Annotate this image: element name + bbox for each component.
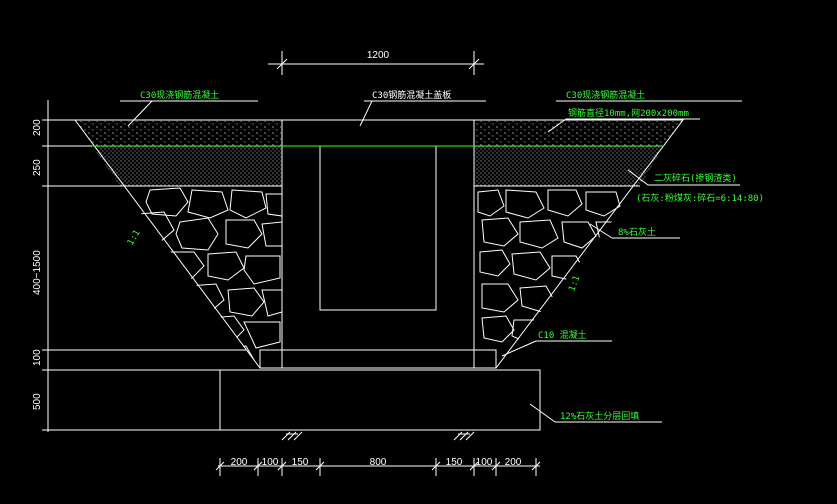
dim-tick-slash	[531, 461, 541, 471]
label-c10-concrete: C10 混凝土	[538, 329, 587, 341]
label-rebar-note: 钢筋直径10mm,网200x200mm	[568, 107, 689, 119]
dim-tick-slash	[253, 461, 263, 471]
lime-soil-block	[219, 369, 541, 431]
label-stone-ratio: (石灰:粉煤灰:碎石=6:14:80)	[636, 192, 764, 204]
dim-b-100-right: 100	[476, 457, 493, 468]
ground-hatch	[281, 431, 475, 441]
dim-v-100: 100	[32, 349, 43, 366]
gravel-layer-left	[92, 146, 281, 186]
dim-tick-slash	[469, 461, 479, 471]
label-c30-right: C30现浇钢筋混凝土	[566, 89, 645, 101]
left-dimension-chain: 200 250 400~1500 100 500	[32, 100, 246, 432]
label-c30-left: C30现浇钢筋混凝土	[140, 89, 219, 101]
label-c30-cover: C30钢筋混凝土盖板	[372, 89, 451, 101]
channel-opening	[319, 145, 437, 311]
dim-v-200: 200	[32, 119, 43, 136]
concrete-layer-left	[76, 121, 281, 146]
top-dimension: 1200	[268, 50, 484, 75]
dim-b-150-left: 150	[292, 457, 309, 468]
top-width-dim: 1200	[367, 50, 390, 61]
label-stone-layer: 二灰碎石(掺钢渣类)	[654, 172, 737, 184]
dim-tick-slash	[215, 461, 225, 471]
dim-b-150-right: 150	[446, 457, 463, 468]
rubble-stones-left	[137, 187, 283, 367]
label-lime-soil-8: 8%石灰土	[618, 226, 656, 238]
rubble-stones-right	[477, 189, 621, 343]
bottom-dimension-chain: 200 100 150 800 150 100 200	[215, 457, 541, 476]
dim-v-400-1500: 400~1500	[32, 250, 43, 295]
dim-b-100-left: 100	[262, 457, 279, 468]
dim-b-200-right: 200	[505, 457, 522, 468]
trench-section	[74, 119, 685, 441]
dim-b-800: 800	[370, 457, 387, 468]
leader-lines	[120, 100, 742, 423]
channel-body	[281, 119, 475, 351]
gravel-layer-right	[475, 146, 664, 186]
label-slope-right: 1:1	[567, 274, 582, 293]
label-lime-soil-12: 12%石灰土分层回填	[560, 410, 639, 422]
dim-tick-slash	[431, 461, 441, 471]
c10-base-pad	[259, 349, 497, 369]
dim-tick-slash	[315, 461, 325, 471]
dim-tick-slash	[491, 461, 501, 471]
label-slope-left: 1:1	[126, 228, 143, 247]
dim-tick-slash	[277, 461, 287, 471]
dim-b-200-left: 200	[231, 457, 248, 468]
dim-v-500: 500	[32, 393, 43, 410]
concrete-layer-right	[475, 121, 682, 146]
dim-v-250: 250	[32, 159, 43, 176]
